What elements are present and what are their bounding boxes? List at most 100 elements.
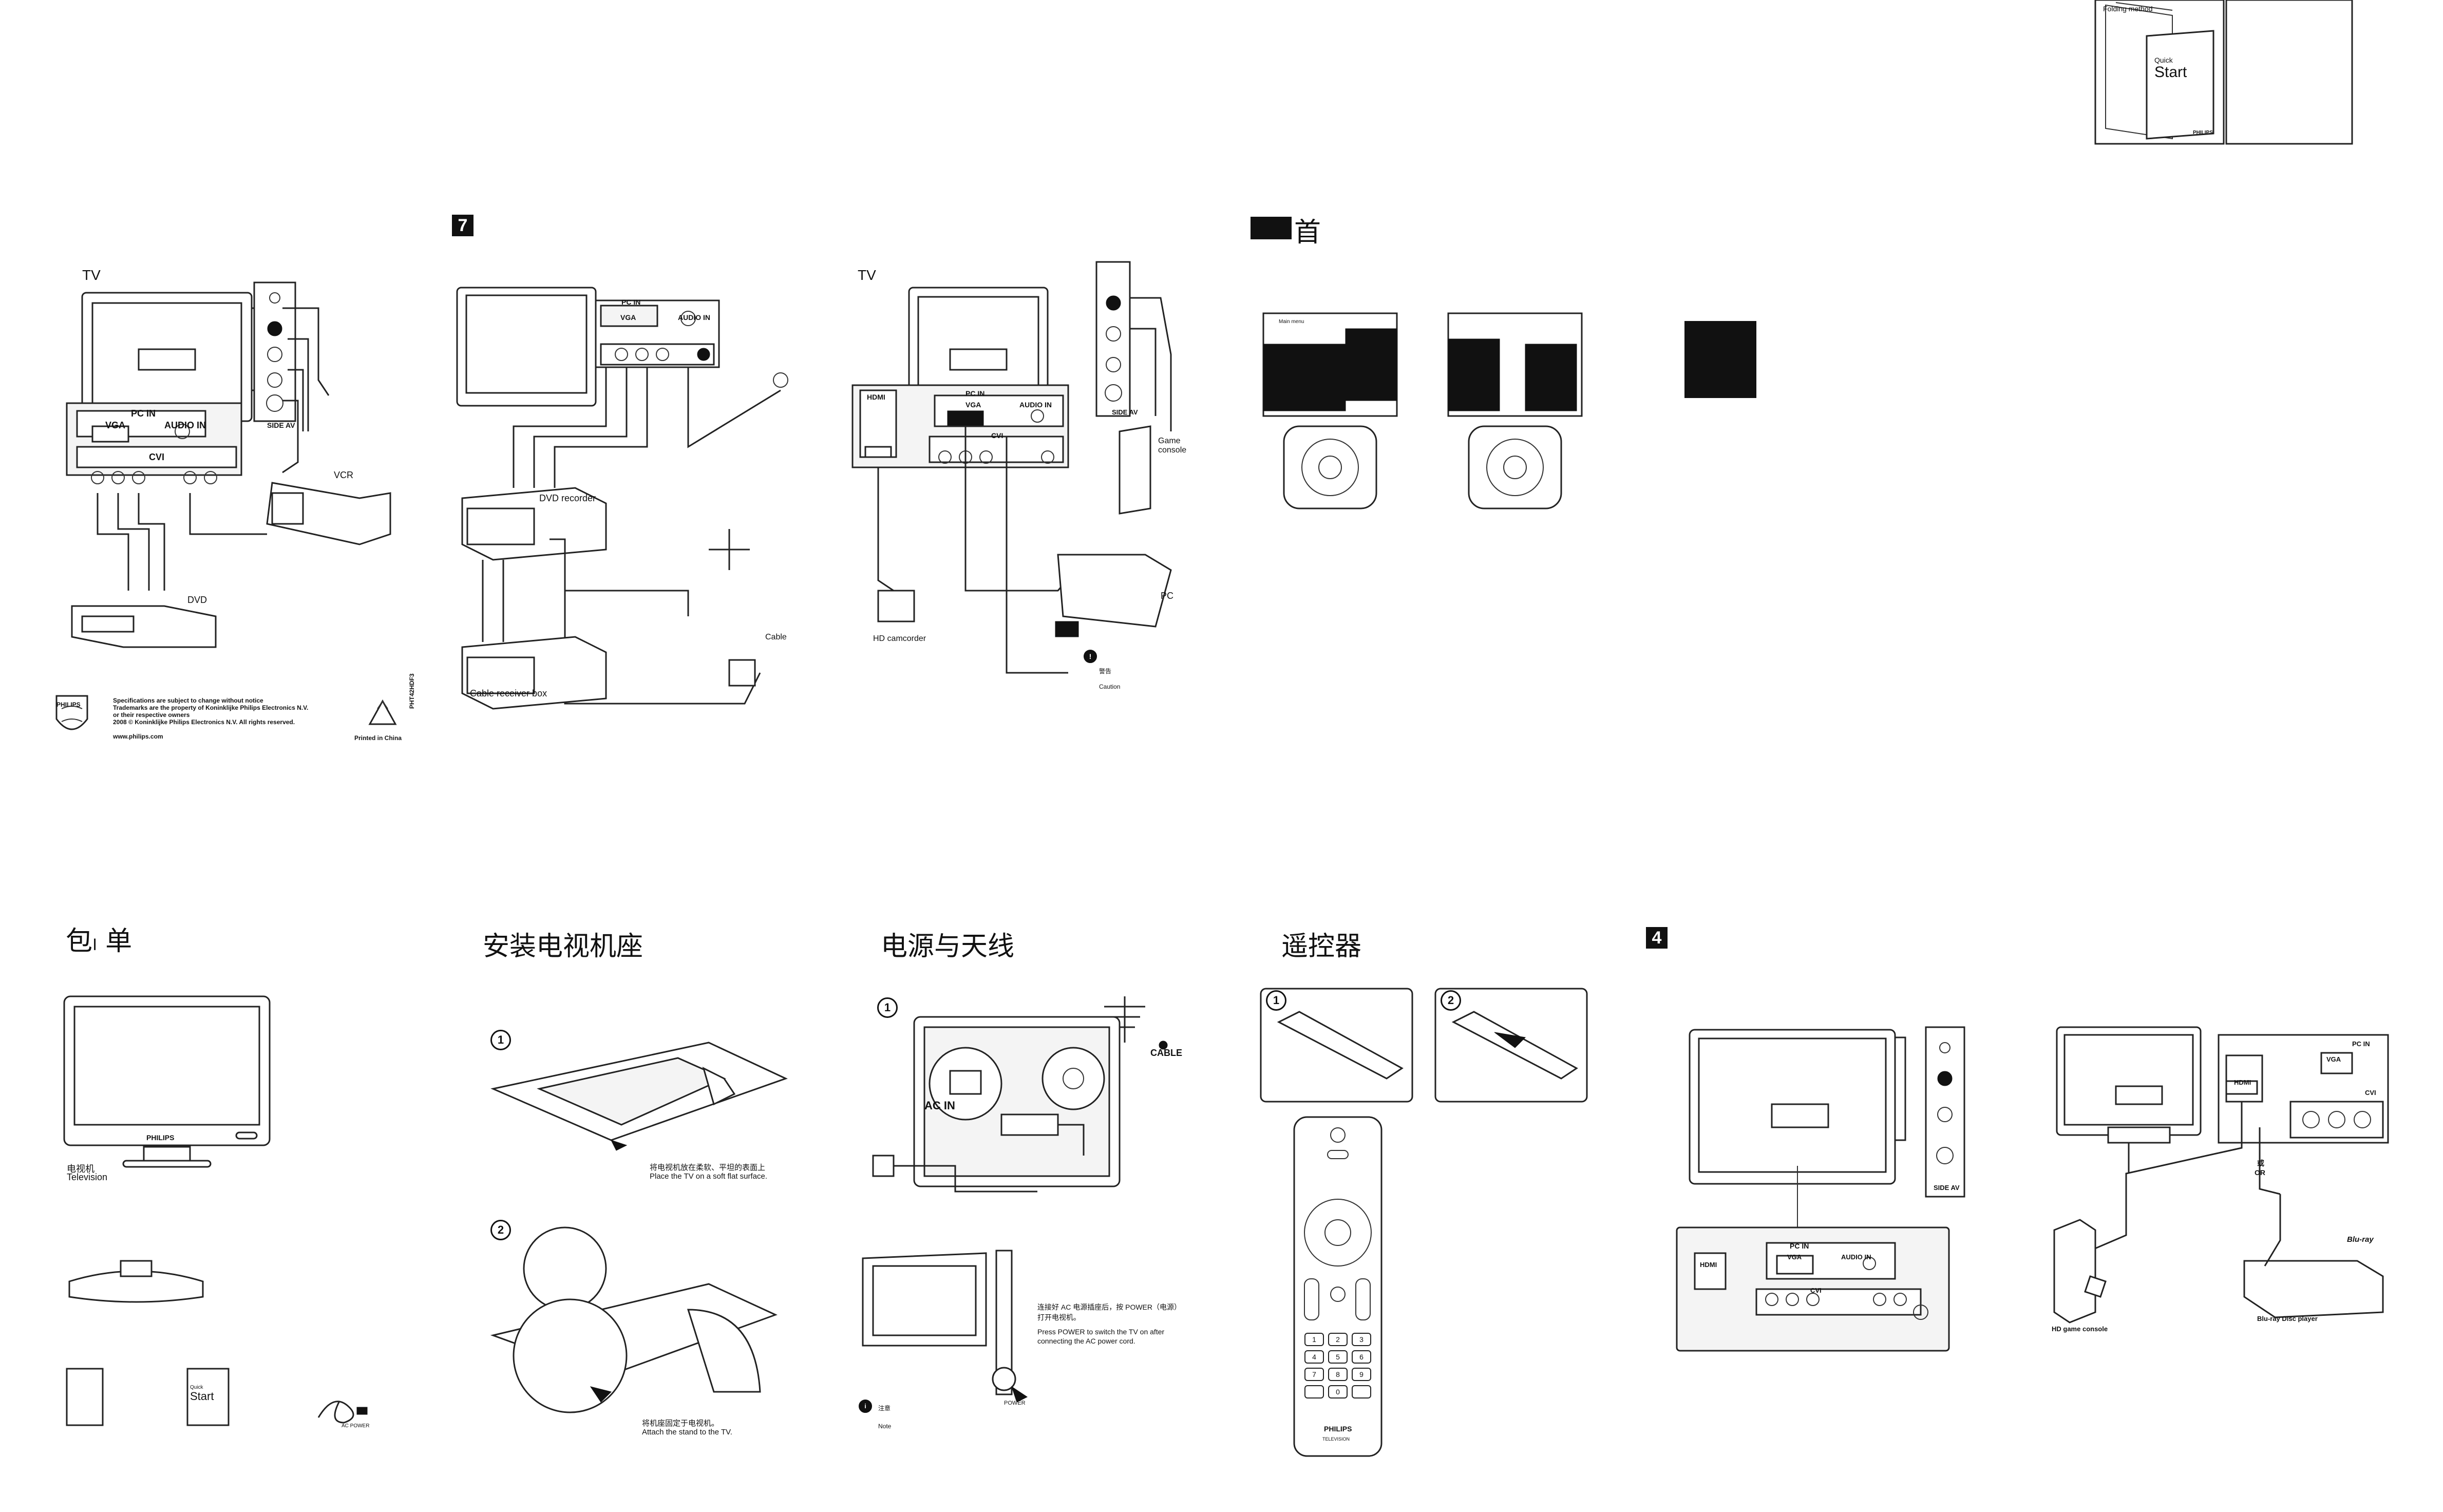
legal-line-1: Specifications are subject to change wit…: [113, 697, 263, 704]
key-2[interactable]: 2: [1328, 1333, 1348, 1346]
note-cn: 注意: [878, 1405, 891, 1412]
step1-cn: 将电视机放在柔软、平坦的表面上: [650, 1163, 766, 1172]
key-6[interactable]: 6: [1352, 1350, 1371, 1364]
philips-shield-icon: [55, 695, 88, 730]
step2-cn: 将机座固定于电视机。: [642, 1419, 719, 1428]
cover-quick-label: Quick: [2154, 56, 2173, 64]
pc-in-label-5a: PC IN: [1790, 1242, 1809, 1250]
menu-title: Main menu: [1279, 319, 1304, 325]
legal-line-4: 2008 © Koninklijke Philips Electronics N…: [113, 719, 295, 726]
vga-label-3: VGA: [965, 401, 981, 409]
hd-game-console-label: HD game console: [2052, 1325, 2108, 1333]
power-en-2: connecting the AC power cord.: [1037, 1337, 1135, 1345]
tv-brand-bottom: PHILIPS: [146, 1133, 175, 1142]
tv-front-illustration: [63, 995, 271, 1168]
hd-camcorder-label: HD camcorder: [873, 634, 926, 643]
cable-label-2: Cable: [765, 633, 787, 641]
cvi-label-3: CVI: [991, 431, 1003, 440]
step-1-badge-p2: 1: [490, 1030, 511, 1050]
key-right-blank[interactable]: [1352, 1385, 1371, 1398]
bluray-logo: Blu-ray: [2347, 1235, 2374, 1244]
battery-steps-illustration: [1260, 988, 1588, 1103]
printed-in-china: Printed in China: [354, 734, 402, 742]
philips-brand-1: PHILIPS: [56, 701, 81, 708]
side-av-label-5: SIDE AV: [1934, 1184, 1960, 1192]
remote-title: 遥控器: [1281, 931, 1362, 962]
game-bluray-diagram: [2053, 1026, 2389, 1324]
warning-icon: !: [1084, 650, 1097, 663]
hdmi-side-connection-diagram: [1676, 1026, 1965, 1352]
hdmi-label-3: HDMI: [867, 393, 885, 401]
cvi-label-1: CVI: [149, 452, 165, 462]
tv-back-power-illustration: [872, 996, 1168, 1193]
side-av-label-3: SIDE AV: [1112, 408, 1138, 416]
audio-in-label-3: AUDIO IN: [1019, 401, 1052, 409]
remote-control-illustration: [1293, 1116, 1383, 1457]
ac-in-label: AC IN: [924, 1099, 955, 1112]
manual-illustration: [66, 1368, 230, 1426]
or-cn-label: 或: [2257, 1159, 2264, 1167]
tv-en-label: Television: [67, 1172, 108, 1182]
dvd-recorder-diagram: [456, 287, 788, 710]
power-cord-icon: [317, 1401, 368, 1424]
pc-in-label-2: PC IN: [621, 298, 641, 306]
tv-label-3: TV: [858, 267, 876, 283]
key-8[interactable]: 8: [1328, 1368, 1348, 1381]
menu-screens-and-remotes: [1262, 312, 1583, 509]
cable-label-3: CABLE: [1150, 1048, 1182, 1058]
audio-in-label-5a: AUDIO IN: [1841, 1253, 1871, 1261]
legal-line-3: or their respective owners: [113, 711, 190, 719]
key-1[interactable]: 1: [1304, 1333, 1324, 1346]
hdmi-label-5b: HDMI: [2234, 1079, 2251, 1086]
pc-in-label-3: PC IN: [965, 389, 985, 398]
section-title-4: 首: [1294, 217, 1321, 248]
cvi-label-5a: CVI: [1810, 1287, 1822, 1294]
tv-label-1: TV: [82, 267, 101, 283]
step-2-badge-p4: 2: [1441, 990, 1461, 1011]
cover-illustration: [2094, 0, 2353, 145]
step-1-badge-p3: 1: [877, 997, 898, 1018]
tv-side-power-illustration: [862, 1250, 1028, 1403]
key-7[interactable]: 7: [1304, 1368, 1324, 1381]
remote-brand: PHILIPS: [1324, 1425, 1352, 1433]
title-redaction-block: [1251, 217, 1292, 239]
legal-line-2: Trademarks are the property of Koninklij…: [113, 704, 309, 711]
attach-stand-illustration: [490, 1226, 778, 1413]
key-3[interactable]: 3: [1352, 1333, 1371, 1346]
key-9[interactable]: 9: [1352, 1368, 1371, 1381]
cord-label: AC POWER: [342, 1423, 370, 1429]
audio-in-label-1: AUDIO IN: [164, 420, 206, 430]
step-2-badge-p2: 2: [490, 1220, 511, 1240]
key-5[interactable]: 5: [1328, 1350, 1348, 1364]
cable-receiver-label: Cable receiver box: [470, 688, 547, 698]
step2-en: Attach the stand to the TV.: [642, 1428, 732, 1437]
recycle-icon: [368, 699, 397, 725]
vga-label-5b: VGA: [2326, 1055, 2341, 1063]
tv-cn-label: 电视机: [67, 1164, 94, 1174]
dvd-recorder-label: DVD recorder: [539, 493, 596, 503]
stand-illustration: [68, 1260, 204, 1303]
philips-url: www.philips.com: [113, 733, 163, 740]
box-contents-title: 包ₗ 单: [66, 926, 132, 957]
cover-start-label: Start: [2154, 64, 2187, 81]
or-en-label: OR: [2255, 1168, 2265, 1177]
install-stand-title: 安装电视机座: [483, 931, 643, 962]
note-icon: i: [859, 1400, 872, 1413]
key-4[interactable]: 4: [1304, 1350, 1324, 1364]
key-0[interactable]: 0: [1328, 1385, 1348, 1398]
pc-label: PC: [1161, 591, 1174, 601]
key-left-blank[interactable]: [1304, 1385, 1324, 1398]
side-av-label-1: SIDE AV: [267, 421, 295, 429]
caution-cn: 警告: [1099, 668, 1112, 675]
bluray-player-label: Blu-ray Disc player: [2257, 1315, 2318, 1322]
vcr-label: VCR: [334, 470, 354, 480]
note-en: Note: [878, 1423, 892, 1430]
remote-keypad: 1 2 3 4 5 6 7 8 9 0: [1304, 1333, 1371, 1398]
game-console-label: Game console: [1158, 437, 1187, 455]
vga-label-2: VGA: [620, 313, 636, 322]
tv-on-table-illustration: [490, 1042, 788, 1151]
step1-en: Place the TV on a soft flat surface.: [650, 1172, 768, 1181]
step-4-badge: 4: [1646, 927, 1668, 949]
cover-brand: PHILIPS: [2193, 130, 2213, 136]
cvi-label-5b: CVI: [2365, 1089, 2376, 1097]
